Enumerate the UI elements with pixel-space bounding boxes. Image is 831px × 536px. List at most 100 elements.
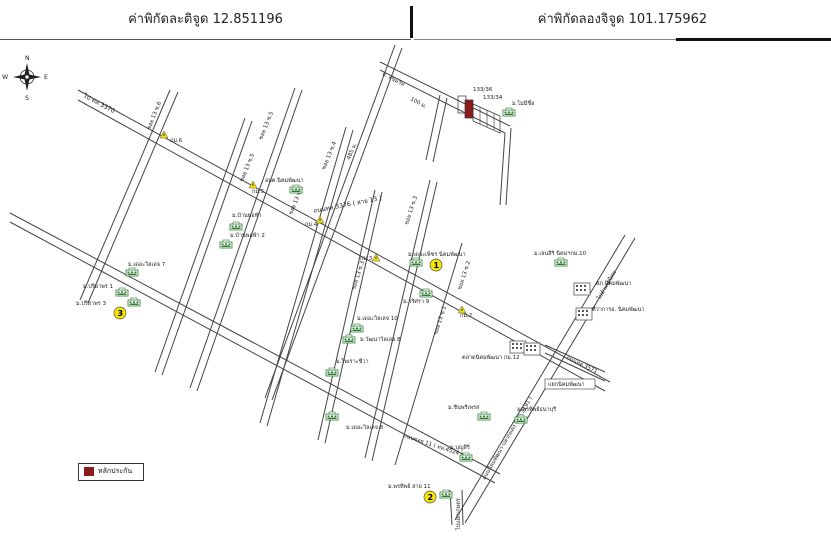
label-r-moo4: ซอย 13 ซ.4 xyxy=(320,140,338,171)
place-label: สภ.นิคมพัฒนา xyxy=(596,280,631,287)
place-label: ม.ปริยาพร 1 xyxy=(83,283,113,290)
header-underline-left xyxy=(0,39,411,40)
place-phaiseri: ม.ไพเราะชีวา xyxy=(325,358,369,377)
place-label: ม.วริศรา 9 xyxy=(403,298,430,305)
map-legend: หลักประกัน xyxy=(78,463,144,481)
longitude-label: ค่าพิกัดลองจิจูด 101.175962 xyxy=(537,12,708,27)
building-icon xyxy=(229,221,243,231)
km-marker-2: กม.2 xyxy=(457,305,472,319)
label-r-485: 485 ม. xyxy=(346,142,358,161)
km-marker-5: กม.5 xyxy=(248,180,265,195)
place-maimiwai: ม.ไม่มีชื่อ xyxy=(502,99,534,117)
building-icon xyxy=(575,307,593,321)
place-label: ม.เดอะเพ็ชร นิคมพัฒนา xyxy=(408,250,466,258)
building-icon xyxy=(477,411,491,421)
place-label: ม.พรทิพย์ธนาบุรี xyxy=(517,406,556,413)
header-underline-right xyxy=(414,39,831,40)
place-label: ม.ไม่มีชื่อ xyxy=(512,99,534,107)
comparable-marker-3: 3 xyxy=(113,306,127,320)
label-r-moo2: ซอย 13 ซ.2 xyxy=(456,260,472,290)
building-icon xyxy=(509,340,527,354)
place-sorpo: สภ.นิคมพัฒนา xyxy=(573,280,631,296)
place-banphonfa: ม.บ้านพอฟ้า xyxy=(229,212,262,231)
comparable-marker-2: 2 xyxy=(423,490,437,504)
junction-box-frame xyxy=(544,378,596,390)
plot-label-13336: 133/36 xyxy=(473,87,493,93)
legend-label: หลักประกัน xyxy=(98,467,133,475)
building-icon xyxy=(502,107,516,117)
label-km-junction: แยกนิคมพัฒนา xyxy=(548,381,585,388)
place-label: ม.ปริยาพร 3 xyxy=(76,300,106,307)
place-label: ม.พรทิพย์ สาย 11 xyxy=(388,483,431,490)
place-obt: อบต.นิคมพัฒนา xyxy=(265,177,304,194)
road-lower-diagonal xyxy=(9,212,501,484)
comparable-marker-1: 1 xyxy=(429,258,443,272)
place-deorawilet10: ม.เดอะวิลเลจ 10 xyxy=(350,315,398,333)
location-map: N S E W xyxy=(2,44,645,531)
km-marker-6: กม.6 xyxy=(159,130,183,144)
road-soi-5 xyxy=(154,117,253,376)
place-deorawilet8: ม.เดอะวิลเลจ 8 xyxy=(325,411,384,431)
label-r-moo3: ซอย 13 ซ.3 xyxy=(403,195,419,226)
km-label: กม.2 xyxy=(460,313,472,319)
km-label: กม.3 xyxy=(360,256,373,262)
collateral-plot: 133/36 133/34 xyxy=(457,87,503,134)
compass-s: S xyxy=(25,95,29,102)
place-phrathong: ม.พรทิพย์ธนาบุรี xyxy=(514,406,556,424)
compass-w: W xyxy=(2,74,8,81)
place-label: ม.เดอะวิลเลจ 10 xyxy=(357,315,398,322)
compass-e: E xyxy=(44,74,48,81)
km-marker-3: กม.3 xyxy=(360,253,381,262)
building-icon xyxy=(125,267,139,277)
label-r-moo5a: ซอย 13 ซ.5 xyxy=(238,152,256,183)
latitude-label: ค่าพิกัดละติจูด 12.851196 xyxy=(128,12,283,27)
marker-number: 1 xyxy=(434,261,440,270)
building-icon xyxy=(127,297,141,307)
road-soi-6 xyxy=(79,89,179,304)
building-icon xyxy=(325,411,339,421)
place-label: ม.บ้านพอฟ้า 2 xyxy=(230,232,265,239)
road-sukhumvit xyxy=(379,61,512,206)
building-icon xyxy=(325,367,339,377)
place-chinpiset: ม.ชินพรีเพรส xyxy=(448,404,491,421)
building-icon xyxy=(573,282,591,296)
place-boonsiri: ม.บุญสิริ xyxy=(450,444,473,462)
km-marker-4: กม.4 xyxy=(305,215,325,228)
place-deopet: ม.เดอะเพ็ชร นิคมพัฒนา xyxy=(408,250,466,267)
place-phrathong2: ม.พรทิพย์ สาย 11 xyxy=(388,483,453,499)
place-siriphet: ม.เจนสิริ นิคมฯกม.10 xyxy=(534,250,587,267)
road-soi-2 xyxy=(364,179,438,462)
header-underline-thick xyxy=(676,38,831,41)
place-label: อบต.นิคมพัฒนา xyxy=(265,177,304,184)
building-icon xyxy=(289,184,303,194)
legend-swatch xyxy=(84,467,94,476)
building-icon xyxy=(115,287,129,297)
header-divider xyxy=(410,6,413,38)
place-label: ม.ชินพรีเพรส xyxy=(448,404,480,411)
building-icon xyxy=(342,334,356,344)
plot-red xyxy=(464,99,474,119)
marker-number: 3 xyxy=(118,309,124,318)
km-label: กม.4 xyxy=(305,222,318,228)
place-thiwakarn: ที่ว่าการอ. นิคมพัฒนา xyxy=(575,305,645,321)
place-label: ม.บ้านพอฟ้า xyxy=(232,212,262,219)
place-wariwa: ม.วริศรา 9 xyxy=(403,288,433,305)
place-label: ที่ว่าการอ. นิคมพัฒนา xyxy=(592,305,645,313)
place-wattana: ม.วัฒนาวิลเลจ 8 xyxy=(342,334,401,344)
marker-circle xyxy=(429,258,443,272)
label-r-100m: 100 ม. xyxy=(409,96,428,110)
marker-number: 2 xyxy=(428,493,434,502)
place-label: ม.เจนสิริ นิคมฯกม.10 xyxy=(534,250,587,257)
km-label: กม.5 xyxy=(252,189,265,195)
place-label: ม.วัฒนาวิลเลจ 8 xyxy=(360,336,401,343)
place-label: ตลาดนิคมพัฒนา กม.12 xyxy=(462,354,520,361)
place-priyaphon: ม.ปริยาพร 1 xyxy=(83,283,129,297)
place-label: ม.เดอะวิลเลจ 7 xyxy=(128,261,166,268)
label-r-moo3b: ซอย 13 ซ.3 xyxy=(350,260,366,291)
marker-circle xyxy=(113,306,127,320)
label-r-klaeng: ไปแยกเกษตร xyxy=(455,498,462,531)
road-long-nw xyxy=(264,44,403,401)
building-icon-2 xyxy=(523,342,541,356)
place-label: ม.เดอะวิลเลจ 8 xyxy=(346,424,384,431)
building-icon xyxy=(554,257,568,267)
